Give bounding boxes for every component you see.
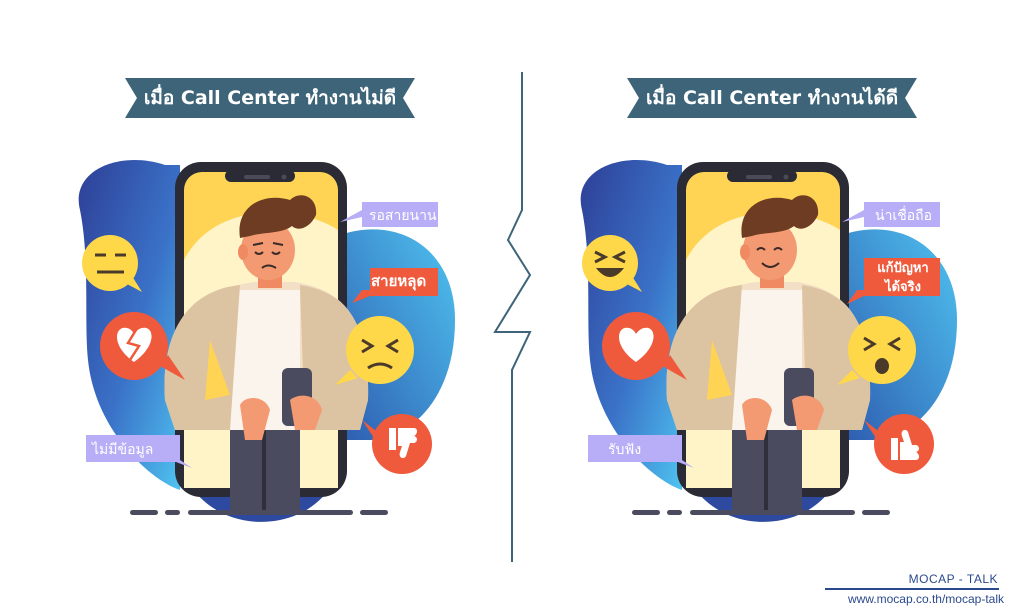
label-solve-problem: แก้ปัญหา ได้จริง bbox=[870, 259, 936, 297]
label-no-info: ไม่มีข้อมูล bbox=[92, 442, 154, 458]
right-title-banner: เมื่อ Call Center ทำงานได้ดี bbox=[627, 78, 917, 118]
laughing-face-icon bbox=[582, 235, 642, 292]
label-call-dropped: สายหลุด bbox=[371, 272, 427, 290]
right-illustration bbox=[580, 160, 957, 522]
surprised-face-icon bbox=[837, 316, 916, 385]
thumbs-down-icon bbox=[362, 414, 432, 474]
zigzag-divider bbox=[493, 72, 532, 562]
footer-brand: MOCAP - TALK bbox=[908, 572, 998, 586]
frustrated-face-icon bbox=[335, 316, 414, 385]
thumbs-up-icon bbox=[864, 414, 934, 474]
heart-icon bbox=[602, 312, 687, 380]
label-listens: รับฟัง bbox=[608, 442, 642, 458]
label-trustworthy: น่าเชื่อถือ bbox=[875, 208, 933, 224]
label-wait-long: รอสายนาน bbox=[369, 208, 437, 224]
footer-url[interactable]: www.mocap.co.th/mocap-talk bbox=[847, 592, 1004, 606]
annoyed-face-icon bbox=[82, 235, 142, 292]
label-solve-line2: ได้จริง bbox=[885, 280, 921, 295]
left-panel-bad-service: เมื่อ Call Center ทำงานไม่ดี bbox=[78, 78, 455, 522]
left-title: เมื่อ Call Center ทำงานไม่ดี bbox=[143, 87, 397, 109]
left-illustration bbox=[78, 160, 455, 522]
right-panel-good-service: เมื่อ Call Center ทำงานได้ดี bbox=[502, 0, 1014, 615]
broken-heart-icon bbox=[100, 312, 185, 380]
footer-divider bbox=[825, 588, 999, 590]
label-solve-line1: แก้ปัญหา bbox=[877, 261, 929, 276]
left-title-banner: เมื่อ Call Center ทำงานไม่ดี bbox=[125, 78, 415, 118]
right-title: เมื่อ Call Center ทำงานได้ดี bbox=[645, 87, 899, 109]
